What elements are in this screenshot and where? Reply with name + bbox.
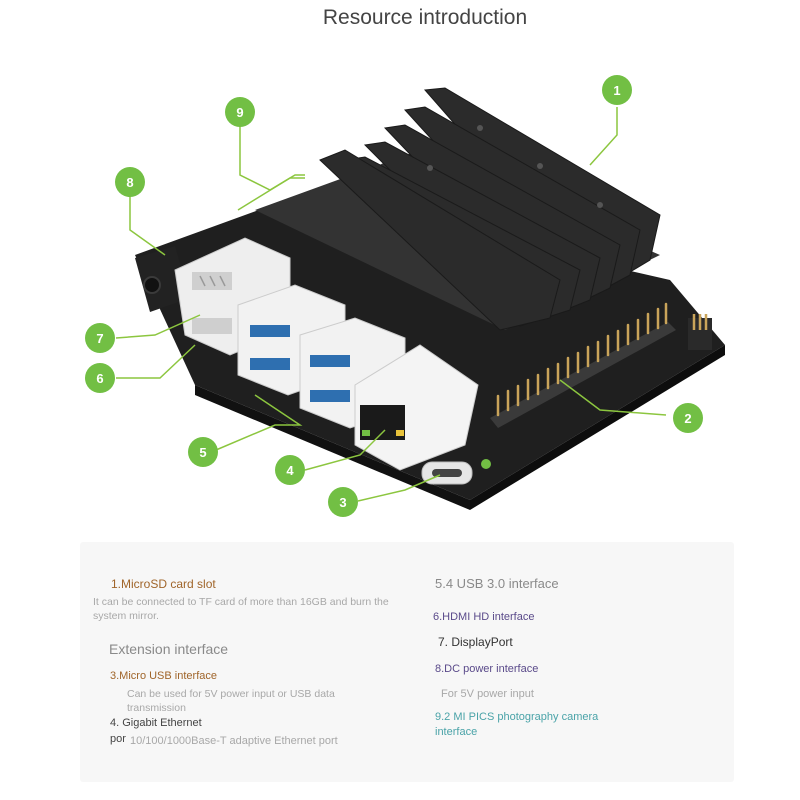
item-7: 7. DisplayPort — [438, 635, 513, 649]
info-panel: 1.MicroSD card slot It can be connected … — [80, 542, 734, 782]
svg-text:8: 8 — [126, 175, 133, 190]
svg-text:1: 1 — [613, 83, 620, 98]
callout-6: 6 — [85, 363, 115, 393]
callout-4: 4 — [275, 455, 305, 485]
svg-text:5: 5 — [199, 445, 206, 460]
item-1-desc-line-1: It can be connected to TF card of more t… — [93, 596, 389, 608]
svg-text:3: 3 — [339, 495, 346, 510]
item-4-desc: 10/100/1000Base-T adaptive Ethernet port — [130, 735, 338, 747]
leader-lines — [115, 107, 667, 502]
item-9-line-2: interface — [435, 726, 478, 738]
callout-5: 5 — [188, 437, 218, 467]
power-led — [481, 459, 491, 469]
heatsink-fins — [319, 87, 661, 331]
svg-text:4: 4 — [286, 463, 294, 478]
item-3-desc-line-2: transmission — [127, 702, 186, 714]
heatsink-screws — [427, 125, 603, 208]
micro-usb-port — [421, 461, 473, 485]
item-1-title: 1.MicroSD card slot — [111, 577, 216, 591]
item-3-title: 3.Micro USB interface — [110, 670, 217, 682]
svg-text:6: 6 — [96, 371, 103, 386]
item-4-title: 4. Gigabit Ethernet — [110, 717, 202, 729]
item-1-desc-line-2: system mirror. — [93, 610, 159, 622]
svg-text:2: 2 — [684, 411, 691, 426]
gpio-pins — [496, 302, 668, 417]
ethernet-port — [354, 344, 479, 471]
svg-text:9: 9 — [236, 105, 243, 120]
svg-text:7: 7 — [96, 331, 103, 346]
item-4-prefix: por — [110, 733, 126, 745]
pcb-edge — [195, 385, 470, 510]
pcb-right-edge — [470, 345, 725, 510]
extension-heading: Extension interface — [109, 641, 229, 657]
callout-3: 3 — [328, 487, 358, 517]
small-header — [688, 314, 712, 350]
callout-9: 9 — [225, 97, 255, 127]
dc-jack — [135, 246, 190, 312]
callout-1: 1 — [602, 75, 632, 105]
gpio-header — [490, 322, 676, 428]
callout-2: 2 — [673, 403, 703, 433]
item-6: 6.HDMI HD interface — [433, 611, 535, 623]
callout-7: 7 — [85, 323, 115, 353]
board-illustration: 1 2 3 4 5 6 7 8 9 — [85, 75, 725, 517]
item-8: 8.DC power interface — [435, 663, 539, 675]
page-title: Resource introduction — [322, 6, 528, 29]
callout-8: 8 — [115, 167, 145, 197]
item-9-line-1: 9.2 MI PICS photography camera — [435, 711, 599, 723]
item-3-desc-line-1: Can be used for 5V power input or USB da… — [127, 688, 335, 700]
item-5: 5.4 USB 3.0 interface — [435, 576, 559, 591]
item-8-desc: For 5V power input — [441, 688, 534, 700]
